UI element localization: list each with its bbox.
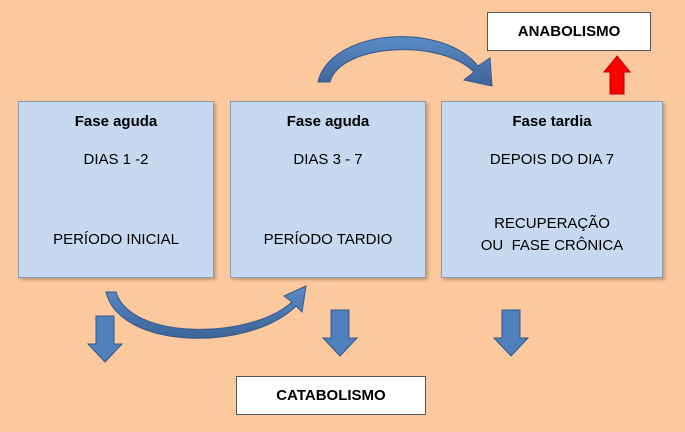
phase-box-3: Fase tardia DEPOIS DO DIA 7 RECUPERAÇÃO … (441, 101, 663, 278)
phase-period: PERÍODO INICIAL (19, 229, 213, 251)
phase-days: DIAS 1 -2 (83, 151, 149, 168)
phase-title: Fase aguda (286, 113, 370, 130)
phase-title: Fase aguda (74, 113, 158, 130)
catabolismo-label: CATABOLISMO (236, 376, 426, 415)
curved-arrow-bottom (105, 285, 307, 339)
anabolismo-label: ANABOLISMO (487, 12, 651, 51)
phase-box-1: Fase aguda DIAS 1 -2 PERÍODO INICIAL (18, 101, 214, 278)
phase-box-2: Fase aguda DIAS 3 - 7 PERÍODO TARDIO (230, 101, 426, 278)
down-arrow-2 (321, 309, 359, 357)
period-line: RECUPERAÇÃO (494, 215, 610, 232)
down-arrow-3 (492, 309, 530, 357)
phase-period: PERÍODO TARDIO (231, 229, 425, 251)
period-line: PERÍODO INICIAL (53, 231, 179, 248)
period-line: PERÍODO TARDIO (263, 231, 393, 248)
up-arrow-red (602, 55, 632, 95)
phase-title: Fase tardia (512, 113, 592, 130)
curved-arrow-top (317, 36, 493, 87)
down-arrow-1 (86, 315, 124, 363)
phase-period: RECUPERAÇÃO OU FASE CRÔNICA (442, 213, 662, 257)
period-line: OU FASE CRÔNICA (480, 237, 624, 254)
phase-days: DEPOIS DO DIA 7 (489, 151, 615, 168)
phase-days: DIAS 3 - 7 (293, 151, 363, 168)
